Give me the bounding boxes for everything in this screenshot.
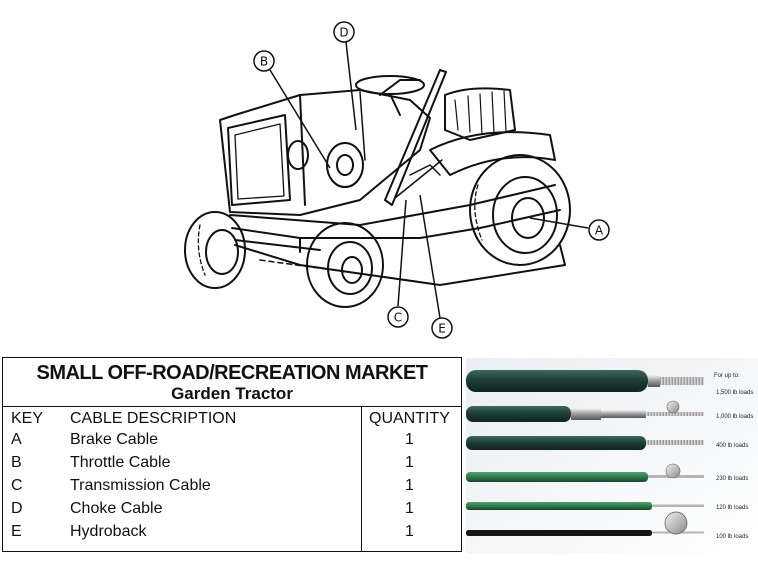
callout-a-label: A [595,224,604,238]
load-label: 1,000 lb loads [716,414,753,420]
row-description: Throttle Cable [70,454,171,471]
table-row: B Throttle Cable 1 [3,454,461,477]
load-label: 400 lb loads [716,443,748,449]
leader-e [419,194,441,319]
row-key: B [11,454,22,471]
header-description: CABLE DESCRIPTION [70,410,237,427]
leader-b [269,69,331,169]
table-row: C Transmission Cable 1 [3,477,461,500]
cable-photo: For up to: 1,500 lb loads 1,000 lb loads… [466,358,758,554]
header-quantity: QUANTITY [369,410,450,427]
callout-e: E [431,317,453,339]
callout-d: D [333,21,355,43]
table-column-divider [361,406,362,551]
callout-b-label: B [260,55,268,69]
callout-e-label: E [438,322,446,336]
row-key: D [11,500,23,517]
cable-1500 [466,370,704,392]
coin-icon [665,463,681,479]
row-key: C [11,477,23,494]
callout-a: A [588,219,610,241]
header-key: KEY [11,410,44,427]
row-quantity: 1 [405,500,414,517]
cable-400 [466,436,704,450]
row-description: Transmission Cable [70,477,211,494]
table-row: A Brake Cable 1 [3,431,461,454]
row-quantity: 1 [405,523,414,540]
row-quantity: 1 [405,431,414,448]
load-label: 100 lb loads [716,534,748,540]
row-key: A [11,431,22,448]
table-header-divider [3,406,461,407]
table-title: SMALL OFF-ROAD/RECREATION MARKET [36,362,428,384]
leader-d [345,41,357,131]
callout-d-label: D [339,26,348,40]
cable-1000 [466,400,704,422]
callout-leaders [269,41,589,319]
table-row: D Choke Cable 1 [3,500,461,523]
row-description: Hydroback [70,523,147,540]
table-row: E Hydroback 1 [3,523,461,546]
cable-100 [466,511,704,536]
coin-icon [664,511,688,535]
cable-120 [466,502,704,510]
row-quantity: 1 [405,477,414,494]
load-label: 1,500 lb loads [716,390,753,396]
cable-table: SMALL OFF-ROAD/RECREATION MARKET Garden … [2,357,462,552]
leader-a [529,217,589,229]
row-description: Brake Cable [70,431,159,448]
row-description: Choke Cable [70,500,163,517]
cable-230 [466,463,704,482]
tractor-drawing [184,69,571,308]
tractor-diagram: A B C D E [184,21,610,339]
callout-c-label: C [394,311,402,325]
table-subtitle: Garden Tractor [171,384,293,403]
callout-b: B [253,50,275,72]
row-key: E [11,523,22,540]
row-quantity: 1 [405,454,414,471]
leader-c [397,199,407,307]
loads-header: For up to: [714,373,740,379]
coin-icon [666,400,680,414]
load-label: 230 lb loads [716,476,748,482]
load-label: 120 lb loads [716,505,748,511]
callout-c: C [387,306,409,328]
